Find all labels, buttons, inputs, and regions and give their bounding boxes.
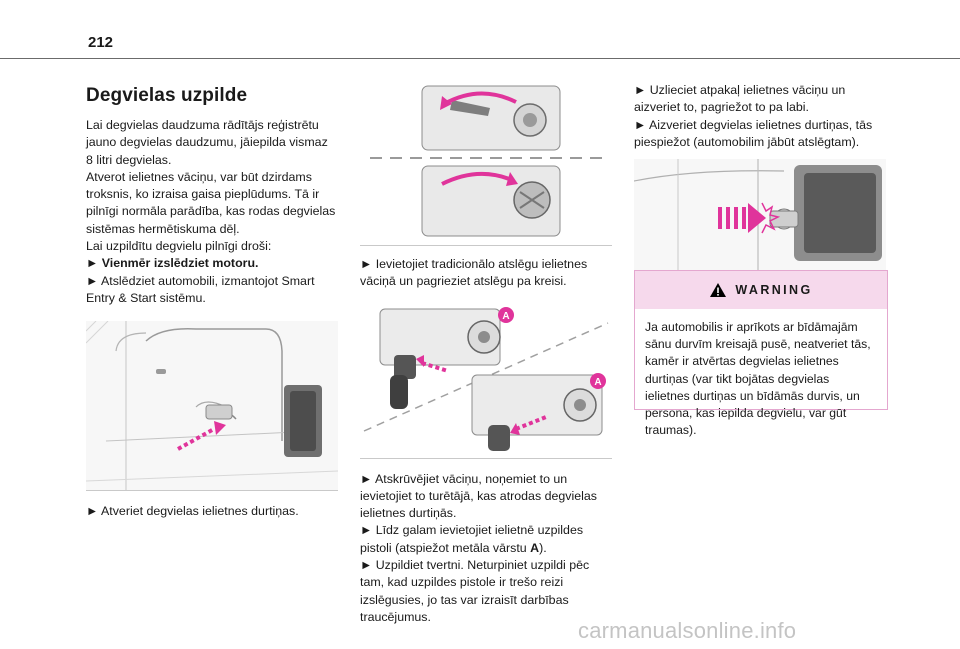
intro-text: Lai degvielas daudzuma rādītājs reģistrē… [86,117,338,307]
caption-insert-nozzle-label: A [530,540,540,555]
arrow-icon [416,354,449,373]
caption-insert-nozzle-end: ). [539,540,547,555]
label-a-badge-2 [590,372,606,389]
caption-close-door: ► Aizveriet degvielas ielietnes durtiņas… [634,117,873,149]
key-cap-illustration [360,82,612,245]
caption-remove-cap: ► Atskrūvējiet vāciņu, noņemiet to un ie… [360,471,597,521]
rotate-arrow-icon [441,171,518,186]
watermark: carmanualsonline.info [578,618,797,643]
van-side-illustration [86,321,338,491]
step-unlock: ► Atslēdziet automobili, izmantojot Smar… [86,273,315,305]
arrow-icon [177,421,226,452]
caption-remove-cap-block: ► Atskrūvējiet vāciņu, noņemiet to un ie… [360,471,612,627]
label-a-2: A [594,377,601,388]
rotate-arrow-icon [440,91,517,110]
caption-open-fuel-door: ► Atveriet degvielas ielietnes durtiņas. [86,504,299,519]
intro-paragraph-2: Atverot ielietnes vāciņu, var būt dzirda… [86,169,336,236]
arrow-icon [510,414,547,435]
label-a-1: A [502,311,509,322]
warning-triangle-icon [710,283,727,297]
caption-insert-nozzle-text: ► Līdz galam ievietojiet ielietnē uzpild… [360,523,584,555]
figure-close-fuel-door [634,159,886,272]
column-right: ► Uzlieciet atpakaļ ielietnes vāciņu un … [634,82,886,272]
intro-paragraph-1: Lai degvielas daudzuma rādītājs reģistrē… [86,118,328,167]
top-divider [0,58,960,59]
figure-key-turn [360,82,612,246]
warning-text: Ja automobilis ir aprīkots ar bīdāmajām … [645,320,871,438]
section-title: Degvielas uzpilde [86,85,248,106]
arrow-icon [718,203,766,234]
caption-insert-nozzle: ► Līdz galam ievietojiet ielietnē uzpild… [360,522,612,557]
warning-title: WARNING [735,283,813,297]
caption-fill-tank: ► Uzpildiet tvertni. Neturpiniet uzpildi… [360,558,590,624]
label-a-badge-1 [498,306,514,323]
figure-remove-cap: A A [360,300,612,459]
page-number: 212 [88,34,114,51]
caption-refit-cap-block: ► Uzlieciet atpakaļ ielietnes vāciņu un … [634,82,886,151]
caption-insert-key: ► Ievietojiet tradicionālo atslēgu ielie… [360,257,588,289]
close-door-illustration [634,159,886,271]
column-middle: ► Ievietojiet tradicionālo atslēgu ielie… [360,82,612,626]
caption-refit-cap: ► Uzlieciet atpakaļ ielietnes vāciņu un … [634,83,846,115]
intro-paragraph-3: Lai uzpildītu degvielu pilnīgi droši: [86,239,272,254]
cap-removal-illustration: A A [360,300,612,458]
figure-van-fuel-door [86,321,338,492]
warning-box: WARNING Ja automobilis ir aprīkots ar bī… [634,270,888,437]
warning-header: WARNING [635,271,887,309]
step-engine-off: ► Vienmēr izslēdziet motoru. [86,256,259,271]
column-left: Degvielas uzpilde Lai degvielas daudzuma… [86,82,338,521]
